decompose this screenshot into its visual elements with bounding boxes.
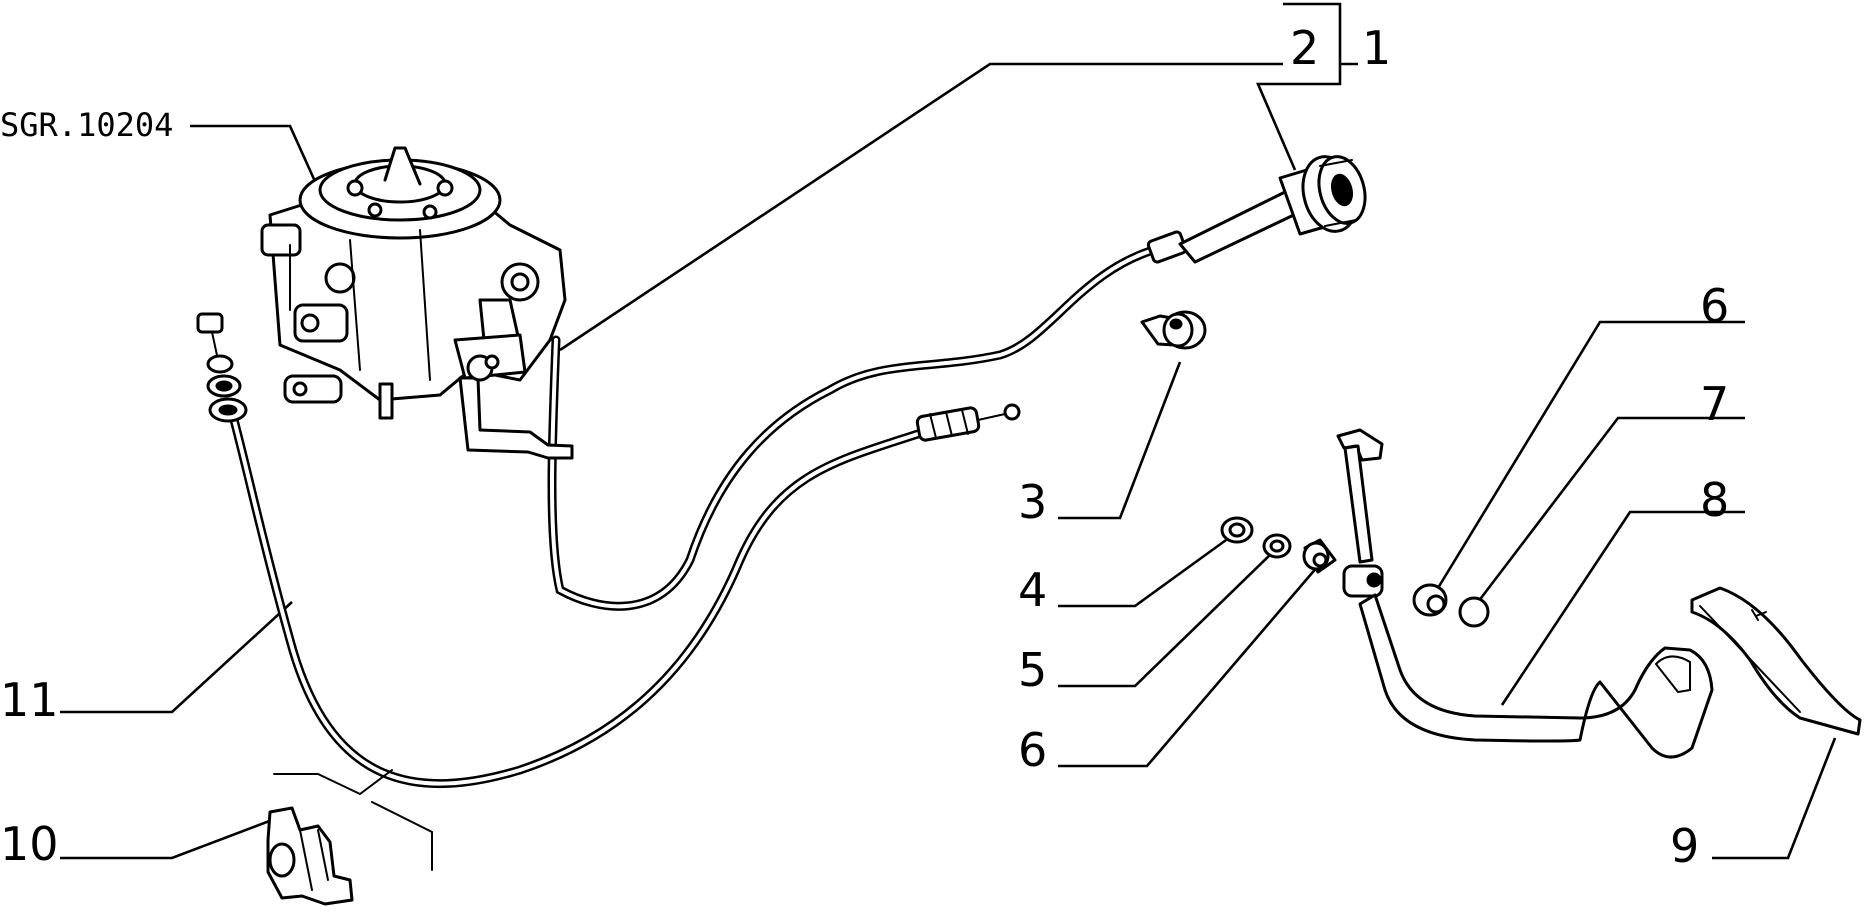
callout-5: 5 xyxy=(1018,643,1047,697)
throttle-cable xyxy=(227,407,935,789)
carburetor-illustration xyxy=(260,146,574,460)
callout-7: 7 xyxy=(1700,377,1729,431)
callout-1: 1 xyxy=(1362,21,1391,75)
reference-code: SGR.10204 xyxy=(0,106,173,144)
pedal-pad xyxy=(1690,586,1862,736)
washers xyxy=(1220,516,1490,628)
leader-lines xyxy=(60,2,1837,860)
cable-clip xyxy=(266,769,433,906)
choke-cable xyxy=(547,243,1165,611)
callout-3: 3 xyxy=(1018,475,1047,529)
cable-pedal-fitting xyxy=(915,403,1021,442)
callout-2: 2 xyxy=(1290,21,1319,75)
callout-6-lower: 6 xyxy=(1018,723,1047,777)
grommet xyxy=(1140,310,1207,350)
callout-10: 10 xyxy=(0,817,59,871)
callout-9: 9 xyxy=(1670,819,1699,873)
choke-knob-assembly xyxy=(1146,155,1367,264)
callout-11: 11 xyxy=(0,673,59,727)
labels: SGR.10204 2 1 3 4 5 6 6 7 8 9 10 11 xyxy=(0,21,1729,873)
cable-end-fitting xyxy=(196,312,248,423)
callout-4: 4 xyxy=(1018,563,1047,617)
pedal-lever xyxy=(1336,428,1714,759)
callout-6-upper: 6 xyxy=(1700,279,1729,333)
callout-8: 8 xyxy=(1700,473,1729,527)
